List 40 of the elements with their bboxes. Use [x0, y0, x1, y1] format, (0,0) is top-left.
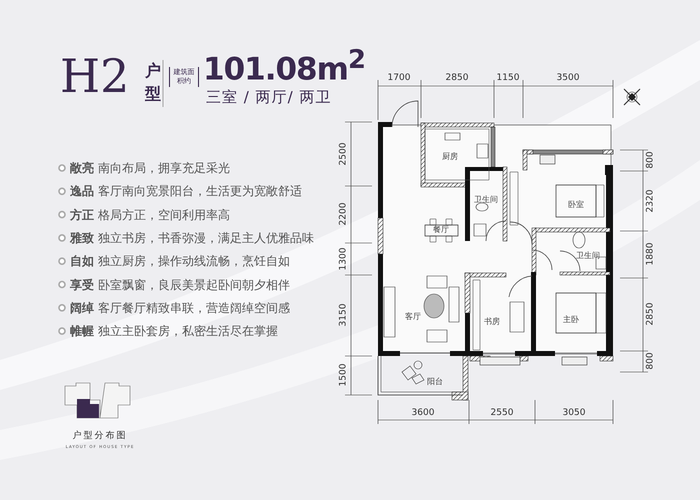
dimension-label: 1500 [340, 364, 348, 386]
room-label: 厨房 [442, 153, 458, 161]
caption: 户型分布图 [72, 432, 128, 441]
room-label: 卫生间 [474, 196, 498, 204]
dimension-label: 3050 [562, 409, 586, 418]
dimension-label: 1300 [340, 248, 348, 270]
room-label: 书房 [484, 318, 500, 326]
dimension-label: 1880 [646, 242, 656, 266]
area-value: 101.08m$^{2}$ [203, 48, 365, 86]
feature-text: 帷幄 独立主卧套房，私密生活尽在掌握 [70, 325, 278, 338]
dimension-label: 3500 [556, 74, 580, 83]
dimension-label: 1150 [496, 74, 520, 83]
feature-text: 敞亮 南向布局，拥享充足采光 [70, 162, 230, 174]
dimension-label: 3600 [412, 409, 434, 418]
room-label: 阳台 [427, 378, 443, 386]
title-text: 户 [145, 63, 161, 79]
room-summary: 三室 / 两厅/ 两卫 [206, 90, 332, 105]
feature-text: 自如 独立厨房，操作动线流畅，烹饪自如 [70, 255, 290, 268]
dimension-label: 2500 [340, 142, 348, 166]
room-label: 卧室 [568, 201, 584, 209]
room-label: 主卧 [563, 316, 579, 324]
feature-text: 阔绰 客厅餐厅精致串联，营造阔绰空间感 [70, 302, 290, 314]
dimension-label: 2850 [446, 74, 468, 83]
title-text: 型 [145, 86, 161, 102]
room-label: 卫生间 [576, 252, 600, 260]
dimension-label: 2550 [490, 409, 514, 418]
feature-text: 雅致 独立书房，书香弥漫，满足主人优雅品味 [70, 232, 314, 244]
feature-text: 逸品 客厅南向宽景阳台，生活更为宽敞舒适 [70, 185, 302, 198]
dimension-label: 2200 [340, 202, 348, 226]
room-label: 客厅 [405, 313, 421, 321]
dimension-label: 800 [646, 352, 656, 370]
plan-type-title: H2 [60, 53, 130, 99]
dimension-label: 3150 [340, 304, 348, 326]
room-label: 餐厅 [433, 226, 449, 234]
dimension-label: 800 [646, 151, 656, 169]
dimension-label: 1700 [388, 74, 410, 83]
feature-text: 方正 格局方正，空间利用率高 [70, 208, 230, 221]
dimension-label: 2320 [646, 190, 656, 212]
feature-text: 享受 卧室飘窗，良辰美景起卧间朝夕相伴 [70, 278, 290, 290]
dimension-label: 2850 [646, 302, 656, 326]
